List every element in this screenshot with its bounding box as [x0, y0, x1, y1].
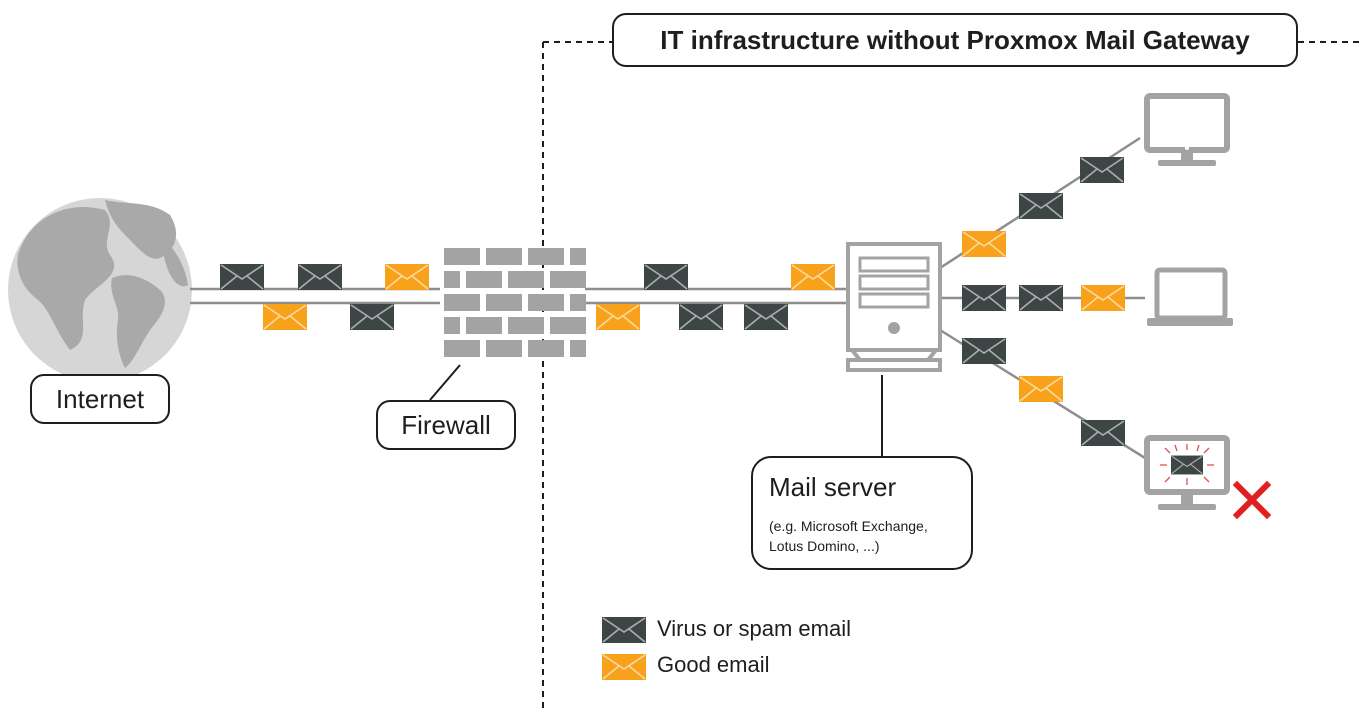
envelope-icon — [744, 304, 788, 330]
mail-server-label: Mail server (e.g. Microsoft Exchange, Lo… — [751, 456, 973, 570]
envelope-icon — [791, 264, 835, 290]
envelope-icon — [1080, 157, 1124, 183]
envelope-icon — [263, 304, 307, 330]
infected-monitor-icon — [1144, 435, 1230, 510]
envelope-icon — [644, 264, 688, 290]
legend-spam-label: Virus or spam email — [657, 616, 851, 641]
envelope-icon — [220, 264, 264, 290]
boundary-dashed-line — [542, 41, 1362, 713]
mail-server-title: Mail server — [769, 472, 897, 502]
globe-icon — [8, 198, 192, 382]
laptop-icon — [1147, 267, 1233, 326]
legend-spam-envelope-icon — [602, 617, 646, 643]
envelope-icon — [298, 264, 342, 290]
firewall-brick-icon — [444, 248, 586, 357]
diagram-title: IT infrastructure without Proxmox Mail G… — [612, 13, 1298, 67]
desktop-monitor-icon — [1144, 93, 1230, 166]
envelope-icon — [1019, 193, 1063, 219]
envelope-icon — [679, 304, 723, 330]
envelope-icon — [1019, 285, 1063, 311]
envelope-icon — [350, 304, 394, 330]
envelope-icon — [1081, 285, 1125, 311]
envelope-icon — [385, 264, 429, 290]
envelope-icon — [1081, 420, 1125, 446]
mail-server-subtitle-line2: Lotus Domino, ...) — [769, 538, 880, 554]
legend-good-envelope-icon — [602, 654, 646, 680]
server-tower-icon — [846, 242, 942, 372]
firewall-label: Firewall — [376, 400, 516, 450]
red-x-icon — [1232, 480, 1272, 520]
mail-server-subtitle-line1: (e.g. Microsoft Exchange, — [769, 518, 928, 534]
envelope-icon — [962, 231, 1006, 257]
envelope-icon — [596, 304, 640, 330]
internet-label: Internet — [30, 374, 170, 424]
envelope-icon — [962, 285, 1006, 311]
envelope-icon — [1019, 376, 1063, 402]
envelope-icon — [962, 338, 1006, 364]
legend-good-label: Good email — [657, 652, 770, 677]
leader-lines — [429, 364, 883, 456]
